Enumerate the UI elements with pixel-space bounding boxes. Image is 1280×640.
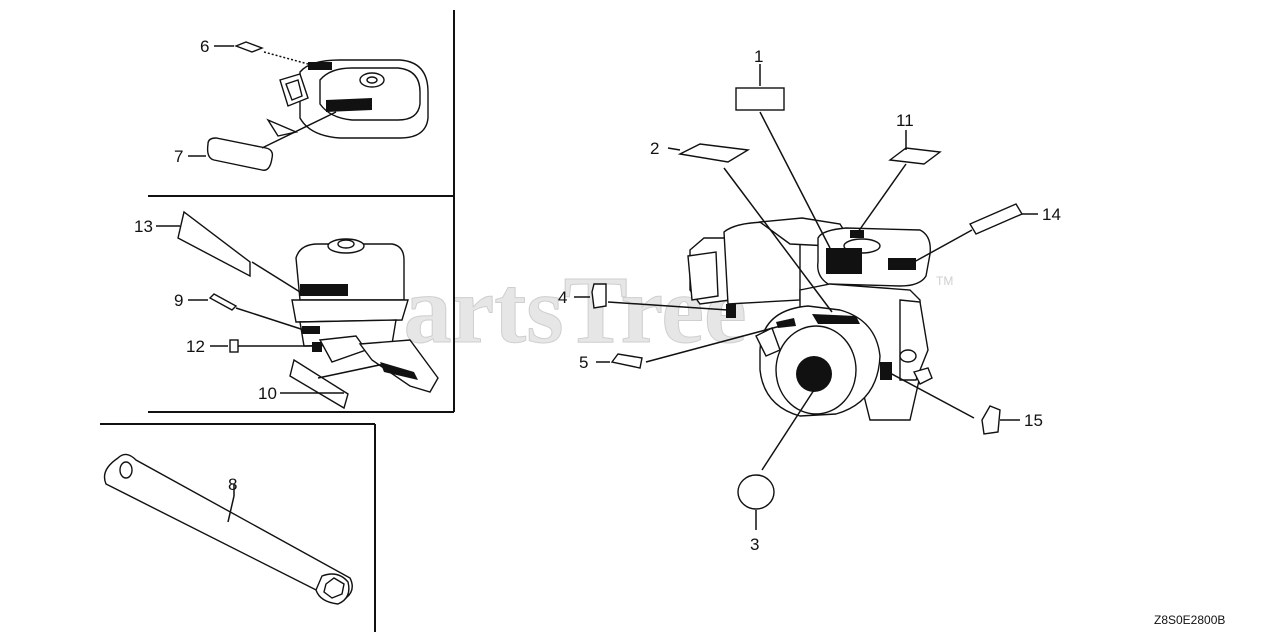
label-4-part	[591, 283, 607, 309]
callout-12[interactable]: 12	[186, 337, 205, 356]
air-cleaner-oval	[266, 59, 429, 139]
label-2-part	[677, 143, 751, 163]
label-13-part	[177, 210, 251, 278]
leader-lines	[156, 45, 1038, 530]
tool-wrench	[103, 453, 353, 605]
panel-frames	[100, 10, 455, 632]
callout-6[interactable]: 6	[200, 37, 209, 56]
label-9-part	[208, 293, 238, 311]
callout-9[interactable]: 9	[174, 291, 183, 310]
callout-7[interactable]: 7	[174, 147, 183, 166]
label-14-part	[968, 203, 1024, 235]
label-11-part	[888, 147, 942, 165]
label-10-part	[289, 358, 349, 410]
label-3-part	[737, 474, 775, 510]
callout-10[interactable]: 10	[258, 384, 277, 403]
callout-2[interactable]: 2	[650, 139, 659, 158]
label-6-part	[234, 41, 264, 53]
label-12-part	[229, 339, 239, 353]
diagram-code: Z8S0E2800B	[1154, 613, 1225, 627]
label-1-part	[735, 87, 785, 111]
callout-numbers: 1 2 3 4 5 6 7 8 9 10 11 12 13 14 15	[134, 37, 1061, 554]
callout-13[interactable]: 13	[134, 217, 153, 236]
air-cleaner-box	[291, 238, 439, 393]
label-7-part	[206, 137, 274, 171]
engine-assembly	[687, 217, 933, 421]
callout-3[interactable]: 3	[750, 535, 759, 554]
watermark-trademark: TM	[936, 274, 953, 288]
callout-8[interactable]: 8	[228, 475, 237, 494]
callout-1[interactable]: 1	[754, 47, 763, 66]
callout-14[interactable]: 14	[1042, 205, 1061, 224]
callout-4[interactable]: 4	[558, 288, 567, 307]
label-15-part	[981, 405, 1001, 435]
callout-11[interactable]: 11	[896, 111, 914, 130]
callout-5[interactable]: 5	[579, 353, 588, 372]
callout-15[interactable]: 15	[1024, 411, 1043, 430]
label-5-part	[610, 353, 643, 369]
